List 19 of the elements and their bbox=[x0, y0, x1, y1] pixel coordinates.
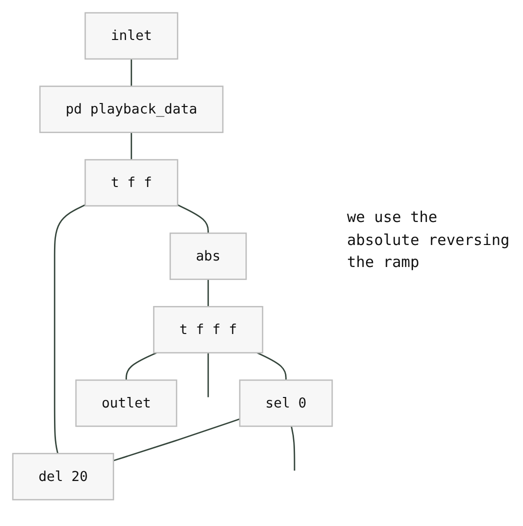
comment-text: we use the absolute reversing the ramp bbox=[347, 207, 511, 273]
connector bbox=[256, 352, 287, 380]
node-box: t f f f bbox=[153, 306, 264, 354]
connector bbox=[126, 352, 158, 380]
node-box: pd playback_data bbox=[39, 86, 224, 134]
connector bbox=[177, 204, 209, 234]
node-box: t f f bbox=[84, 159, 178, 206]
connector bbox=[207, 352, 209, 398]
connector bbox=[130, 58, 132, 86]
connector bbox=[290, 426, 296, 471]
connector bbox=[113, 418, 240, 462]
node-box: abs bbox=[170, 232, 247, 280]
connector bbox=[207, 279, 209, 307]
node-box: del 20 bbox=[12, 452, 114, 500]
node-box: sel 0 bbox=[239, 379, 333, 427]
connector bbox=[54, 204, 86, 454]
node-box: inlet bbox=[84, 12, 178, 60]
node-box: outlet bbox=[75, 379, 178, 427]
connector bbox=[130, 132, 132, 160]
